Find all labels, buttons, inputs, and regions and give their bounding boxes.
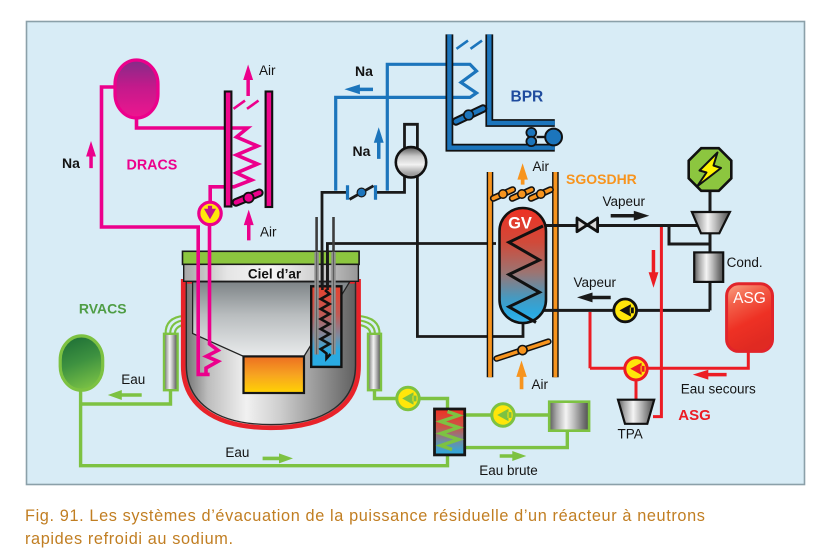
svg-text:TPA: TPA <box>618 427 643 442</box>
svg-text:Eau: Eau <box>121 372 145 387</box>
svg-text:rapides refroidi au sodium.: rapides refroidi au sodium. <box>25 530 234 548</box>
svg-text:DRACS: DRACS <box>127 158 178 174</box>
svg-text:Air: Air <box>532 377 549 392</box>
svg-text:Air: Air <box>260 225 277 240</box>
svg-text:GV: GV <box>508 215 532 233</box>
svg-text:Na: Na <box>355 63 373 79</box>
svg-text:Cond.: Cond. <box>727 255 763 270</box>
svg-text:Na: Na <box>62 155 80 171</box>
svg-text:Eau: Eau <box>225 445 249 460</box>
svg-text:Ciel d’ar: Ciel d’ar <box>248 267 302 282</box>
svg-text:BPR: BPR <box>511 89 544 106</box>
svg-text:Na: Na <box>353 143 371 159</box>
svg-text:Air: Air <box>533 159 550 174</box>
svg-text:SGOSDHR: SGOSDHR <box>566 171 637 187</box>
svg-text:Fig. 91. Les systèmes d’évacua: Fig. 91. Les systèmes d’évacuation de la… <box>25 507 706 525</box>
svg-text:ASG: ASG <box>678 407 711 424</box>
svg-text:Vapeur: Vapeur <box>603 194 646 209</box>
svg-text:Air: Air <box>259 63 276 78</box>
svg-text:Vapeur: Vapeur <box>574 275 617 290</box>
svg-text:RVACS: RVACS <box>79 301 127 317</box>
svg-text:Eau brute: Eau brute <box>479 463 538 478</box>
svg-text:ASG: ASG <box>733 290 766 307</box>
svg-text:Eau secours: Eau secours <box>681 382 756 397</box>
